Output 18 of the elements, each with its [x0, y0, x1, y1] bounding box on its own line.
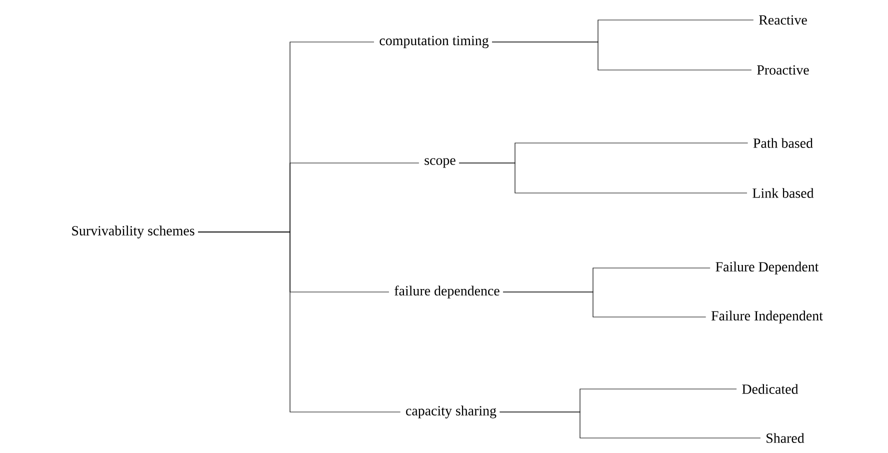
tree-label: Shared: [766, 433, 804, 443]
tree-connector: [492, 42, 752, 70]
tree-label: Survivability schemes: [72, 226, 194, 238]
tree-label: Path based: [753, 138, 813, 148]
tree-label: computation timing: [380, 36, 489, 48]
tree-connector: [499, 412, 761, 438]
tree-label: Dedicated: [742, 384, 798, 394]
tree-label: Link based: [752, 188, 814, 198]
tree-label: Failure Independent: [711, 310, 823, 324]
tree-connector: [458, 162, 748, 194]
tree-label: capacity sharing: [406, 406, 496, 418]
tree-connector: [502, 292, 706, 318]
tree-label: scope: [424, 158, 456, 168]
tree-label: Proactive: [757, 65, 809, 75]
tree-label: Failure Dependent: [716, 262, 819, 274]
tree-connector: [198, 232, 401, 412]
tree-label: failure dependence: [394, 286, 500, 298]
tree-label: Reactive: [759, 15, 807, 25]
